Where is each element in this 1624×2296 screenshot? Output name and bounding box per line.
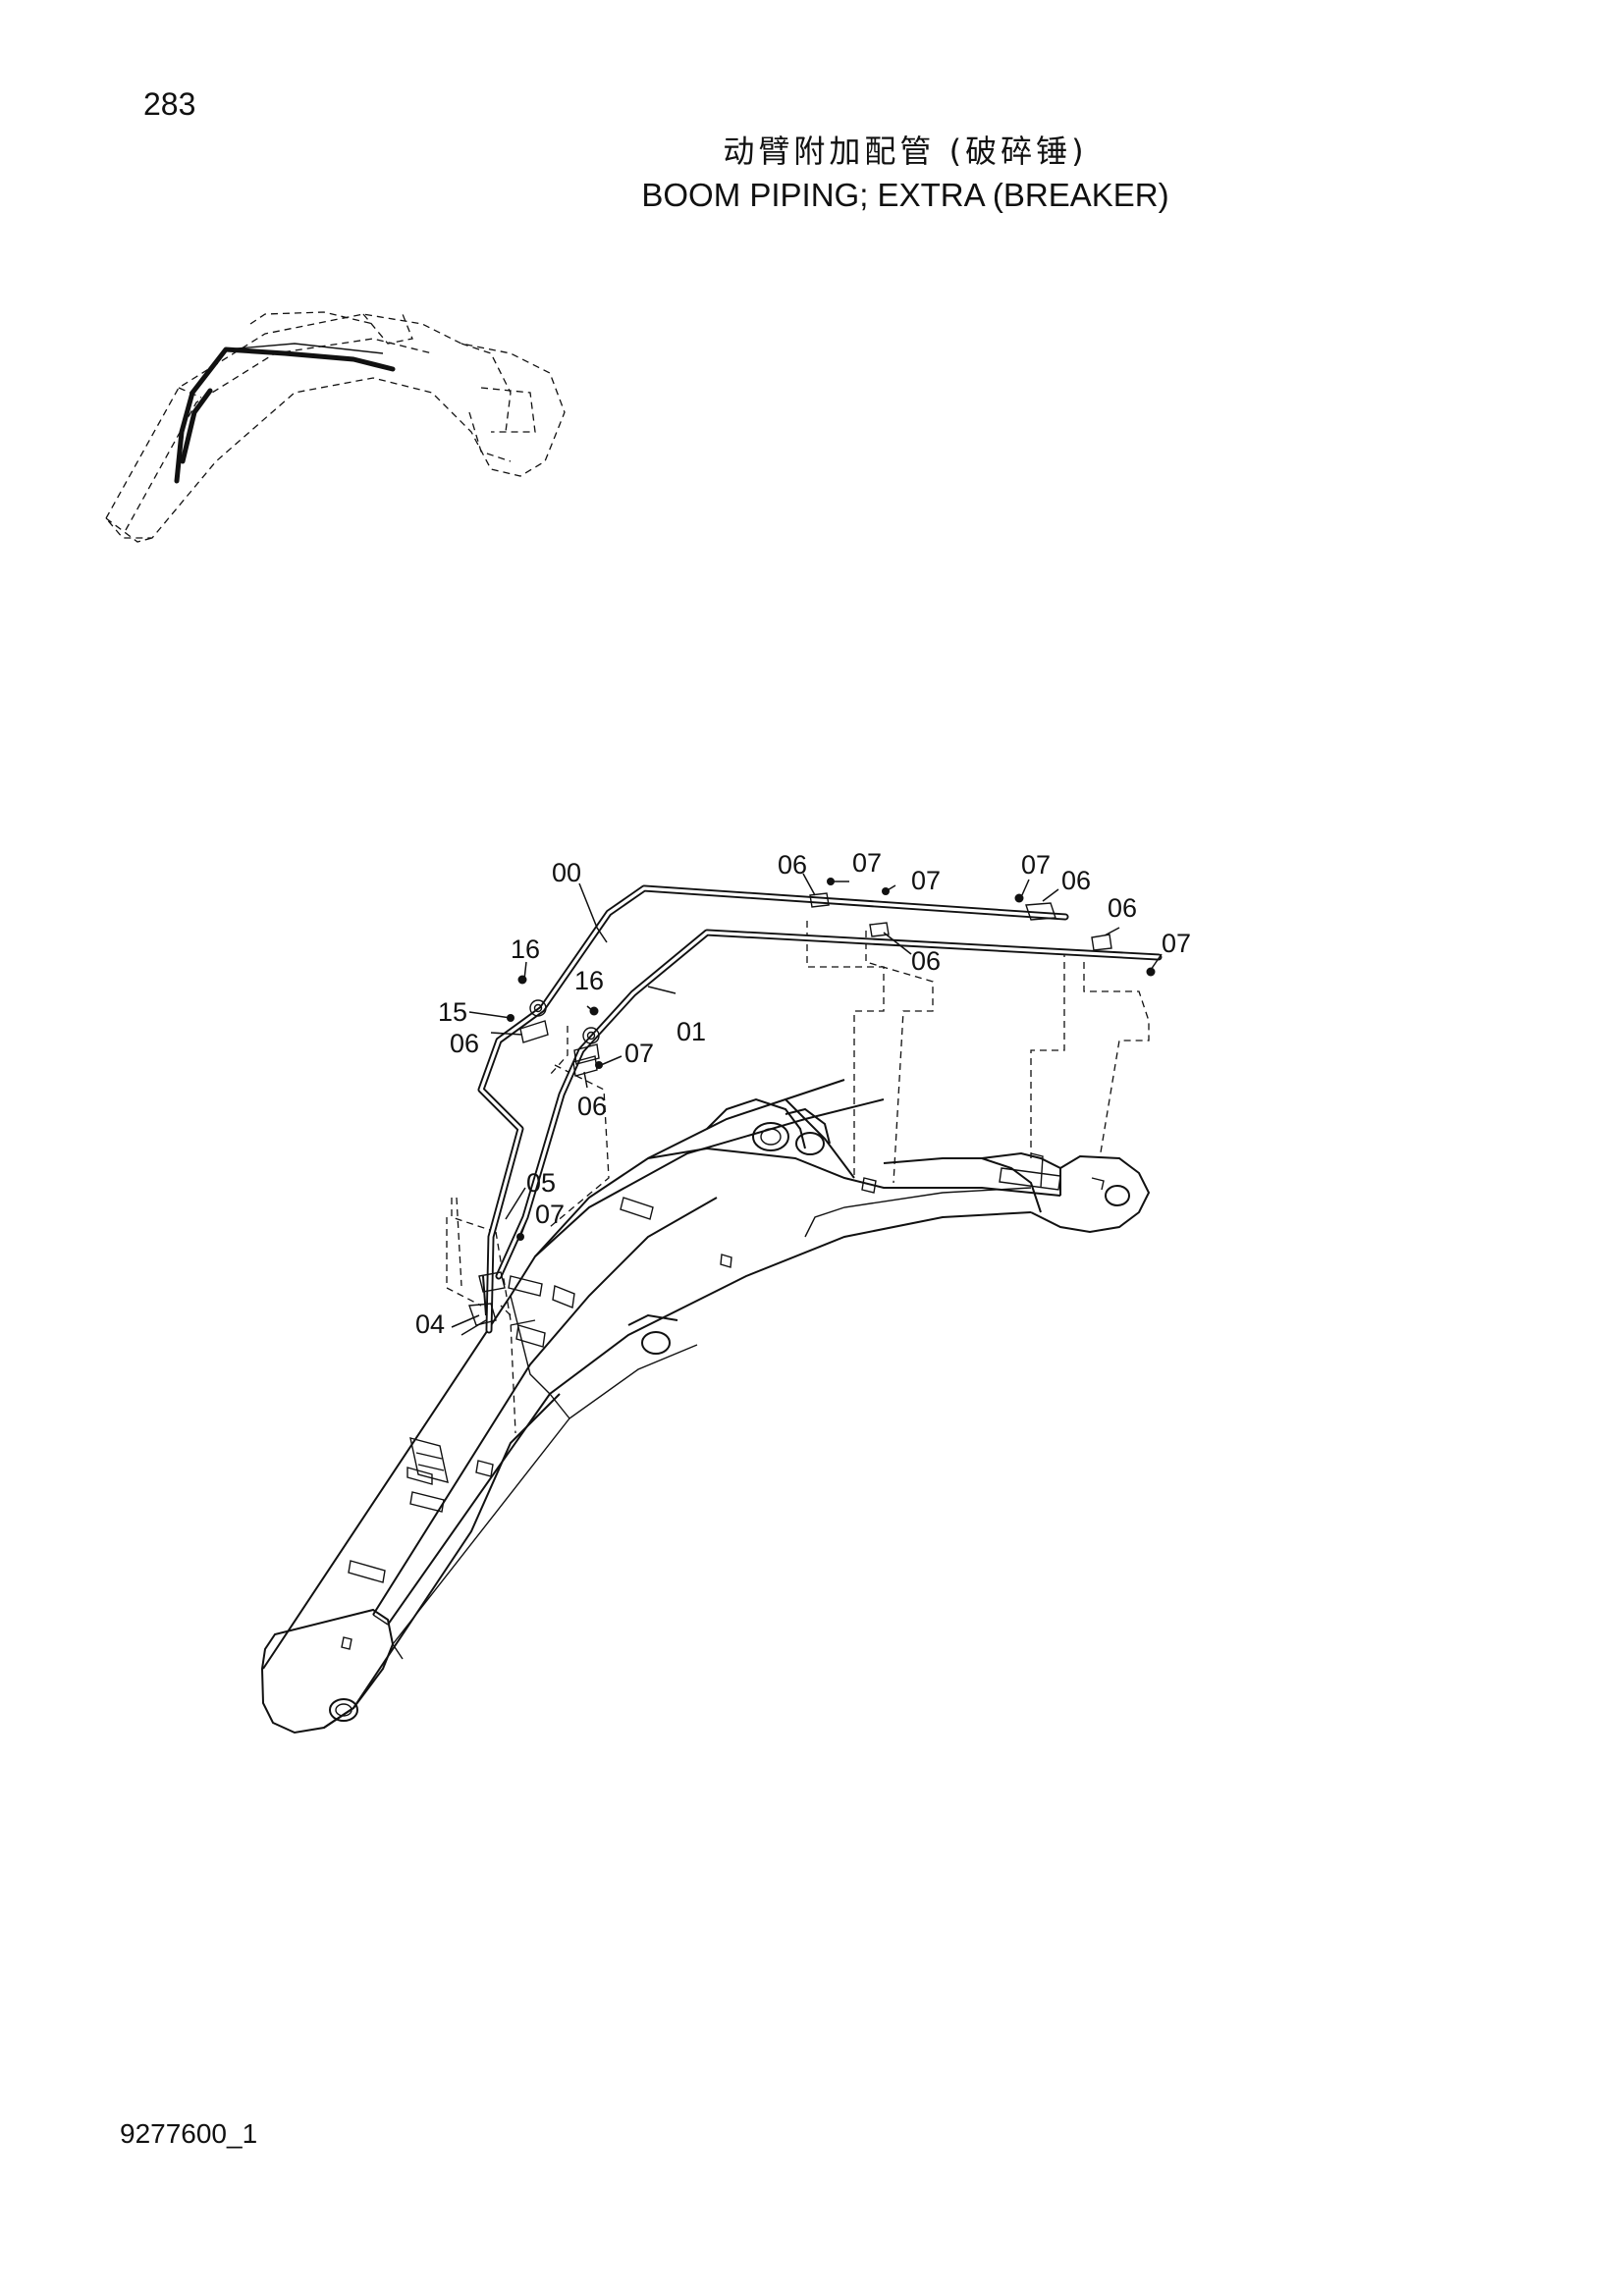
callout-16: 16 xyxy=(574,966,604,995)
callout-05: 05 xyxy=(526,1168,556,1198)
callout-06: 06 xyxy=(911,946,941,976)
callout-06: 06 xyxy=(1108,893,1137,923)
page-title-english: BOOM PIPING; EXTRA (BREAKER) xyxy=(641,177,1169,213)
callout-07: 07 xyxy=(624,1039,654,1068)
page-title-chinese: 动臂附加配管 (破碎锤) xyxy=(723,133,1088,170)
callout-07: 07 xyxy=(911,866,941,895)
callout-04: 04 xyxy=(415,1309,445,1339)
title-block: 动臂附加配管 (破碎锤) BOOM PIPING; EXTRA (BREAKER… xyxy=(0,130,1624,218)
callout-06: 06 xyxy=(577,1092,607,1121)
callout-07: 07 xyxy=(852,848,882,878)
callout-06: 06 xyxy=(1061,866,1091,895)
locator-thumbnail xyxy=(105,311,566,543)
clamps-and-bolts xyxy=(507,878,1156,1241)
extra-piping xyxy=(446,884,1163,1336)
callout-07: 07 xyxy=(1021,850,1051,880)
callout-15: 15 xyxy=(438,997,467,1027)
callout-leaders xyxy=(451,873,1163,1328)
boom-structure xyxy=(260,1079,1151,1735)
callout-16: 16 xyxy=(511,934,540,964)
callout-01: 01 xyxy=(677,1017,706,1046)
page-number: 283 xyxy=(143,86,196,122)
callout-00: 00 xyxy=(552,858,581,887)
callout-labels: 00 01 04 05 06 06 06 06 06 06 07 07 07 0… xyxy=(415,848,1191,1339)
location-leaders xyxy=(451,921,1150,1434)
callout-07: 07 xyxy=(1162,929,1191,958)
callout-06: 06 xyxy=(450,1029,479,1058)
callout-06: 06 xyxy=(778,850,807,880)
callout-07: 07 xyxy=(535,1200,565,1229)
document-number: 9277600_1 xyxy=(120,2118,258,2149)
